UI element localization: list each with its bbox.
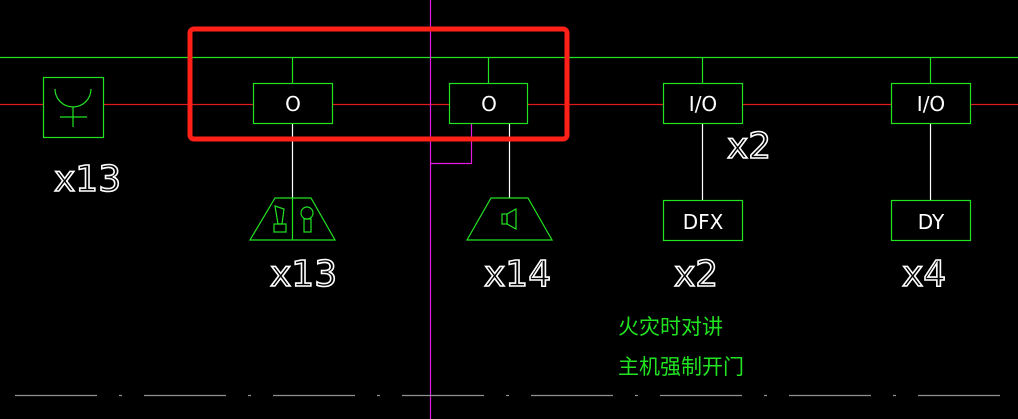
io-module-2[interactable]: I/O bbox=[890, 82, 972, 125]
handset-speaker-trapezoid-icon[interactable] bbox=[248, 197, 337, 241]
output-module-2-box bbox=[448, 82, 529, 125]
dfx-box-label: DFX bbox=[683, 210, 724, 234]
note-line-2: 主机强制开门 bbox=[618, 355, 744, 379]
dfx-box-rect bbox=[662, 199, 744, 242]
speaker-trapezoid-icon[interactable] bbox=[465, 197, 554, 241]
dfx-box[interactable]: DFX bbox=[662, 199, 744, 242]
output-module-2[interactable]: O bbox=[448, 82, 529, 125]
io-module-1[interactable]: I/O bbox=[662, 82, 744, 125]
output-module-1-box bbox=[252, 82, 334, 125]
magenta-jog-line bbox=[430, 123, 473, 165]
io-module-1-module-count: x2 bbox=[727, 126, 771, 167]
output-module-1[interactable]: O bbox=[252, 82, 334, 125]
telephone-jack-icon bbox=[54, 88, 92, 127]
dy-box-rect bbox=[890, 199, 972, 242]
note-line-1: 火灾时对讲 bbox=[618, 315, 723, 339]
highlight-selection-rect bbox=[187, 26, 570, 142]
io-module-2-box bbox=[890, 82, 972, 125]
io-module-2-label: I/O bbox=[917, 92, 945, 116]
dfx-count: x2 bbox=[674, 254, 718, 295]
output-module-2-label: O bbox=[481, 92, 497, 116]
output-module-2-count: x14 bbox=[484, 254, 551, 295]
output-module-1-count: x13 bbox=[270, 254, 337, 295]
output-module-1-label: O bbox=[285, 92, 301, 116]
phone-jack-count: x13 bbox=[54, 159, 121, 200]
io-module-1-label: I/O bbox=[689, 92, 717, 116]
dy-count: x4 bbox=[902, 254, 946, 295]
phone-jack-device[interactable] bbox=[42, 76, 105, 139]
dy-box-label: DY bbox=[918, 210, 945, 234]
dy-box[interactable]: DY bbox=[890, 199, 972, 242]
io-module-1-box bbox=[662, 82, 744, 125]
